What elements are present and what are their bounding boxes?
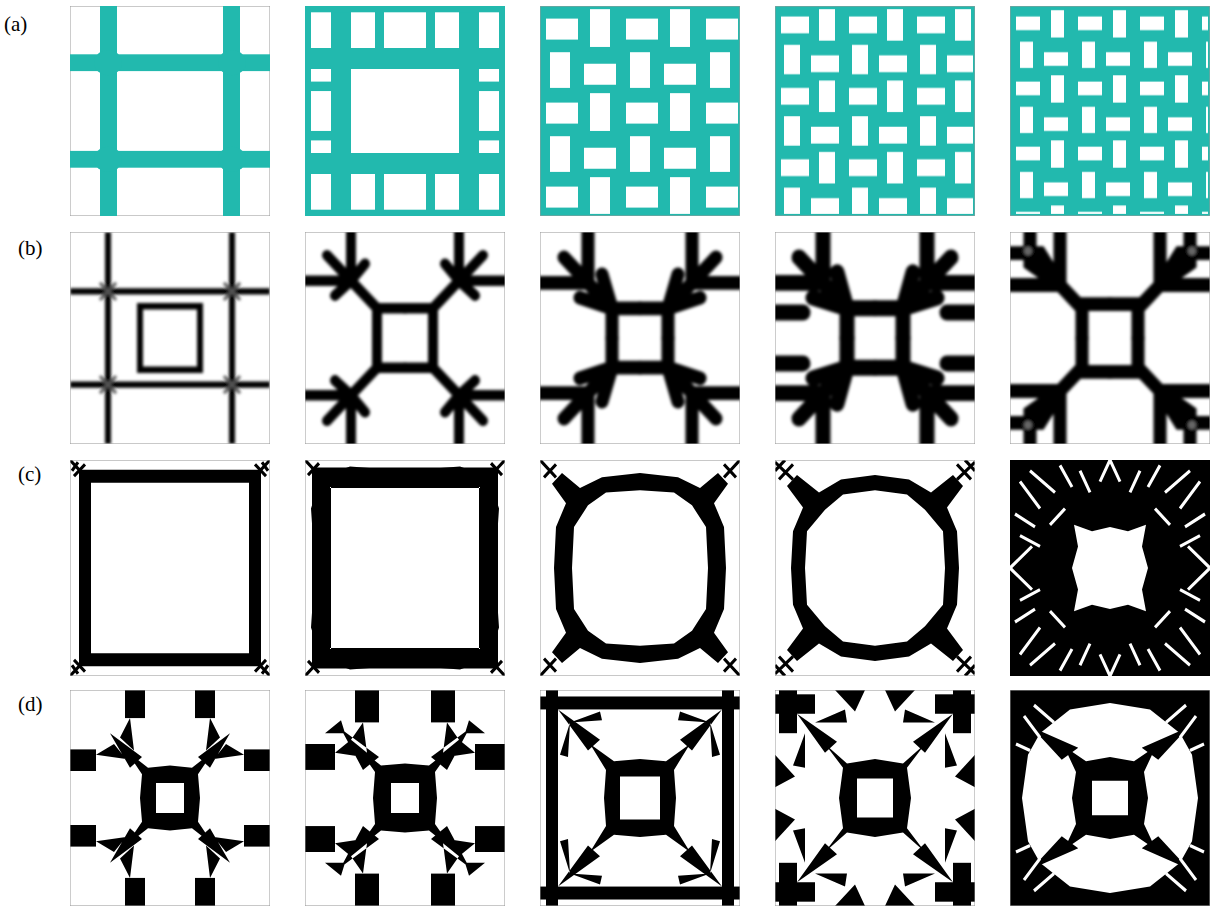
result-panel <box>775 6 975 216</box>
result-panel <box>70 232 270 444</box>
result-panel <box>70 6 270 216</box>
panel-label: (b) <box>18 238 43 259</box>
result-panel <box>540 232 740 444</box>
result-panel <box>1010 460 1210 676</box>
result-panel <box>540 6 740 216</box>
result-panel <box>540 690 740 906</box>
result-panel <box>1010 6 1210 216</box>
result-panel <box>1010 232 1210 444</box>
result-panel <box>540 460 740 676</box>
panel-label: (a) <box>4 14 27 35</box>
panel-label: (d) <box>18 694 43 715</box>
result-panel <box>305 6 505 216</box>
result-panel <box>775 232 975 444</box>
result-panel <box>305 460 505 676</box>
result-panel <box>70 690 270 906</box>
result-panel <box>305 690 505 906</box>
result-panel <box>775 460 975 676</box>
result-panel <box>1010 690 1210 906</box>
result-panel <box>305 232 505 444</box>
panel-label: (c) <box>18 464 41 485</box>
result-panel <box>70 460 270 676</box>
result-panel <box>775 690 975 906</box>
